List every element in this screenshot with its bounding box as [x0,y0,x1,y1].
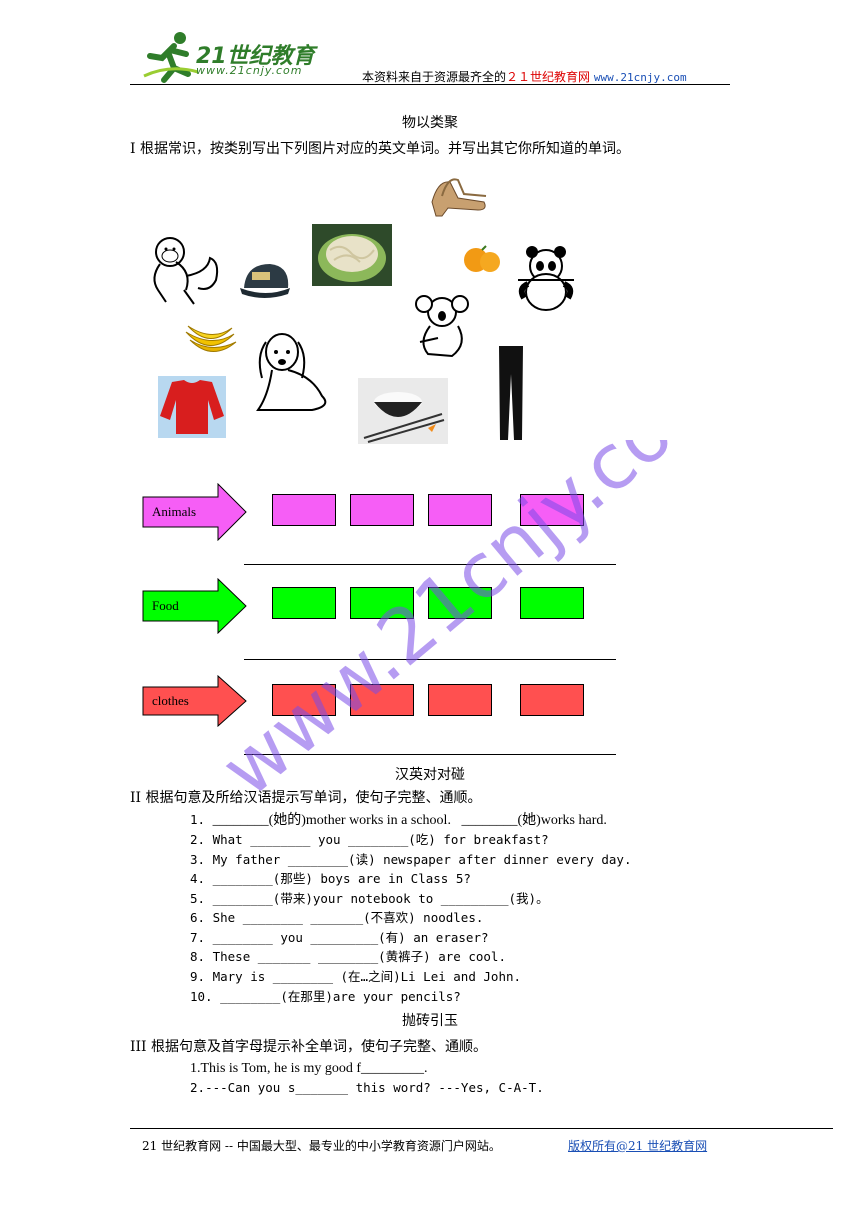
answer-box-clothes-2[interactable] [350,684,414,716]
answer-box-animals-2[interactable] [350,494,414,526]
exercise-text: These _______ ________(黄裤子) are cool. [212,949,506,964]
category-label-food: Food [152,598,179,613]
exercise-number: 5. [190,891,206,906]
section1-title: 物以类聚 [402,115,458,131]
answer-line-food[interactable] [244,659,616,660]
answer-box-animals-4[interactable] [520,494,584,526]
exercise-text: Mary is ________ (在…之间)Li Lei and John. [212,969,522,984]
exercise-2-4: 4. ________(那些) boys are in Class 5? [190,868,471,887]
rice-bowl-icon [358,378,448,444]
trousers-icon [499,346,523,440]
exercise-text: ________(那些) boys are in Class 5? [212,871,471,886]
header-rule [130,84,730,85]
exercise-2-2: 2. What ________ you ________(吃) for bre… [190,829,549,848]
answer-box-food-4[interactable] [520,587,584,619]
dog-icon [256,333,327,411]
noodles-icon [312,224,392,286]
header-note-brand: ２１世纪教育网 [506,70,591,84]
exercise-text: My father ________(读) newspaper after di… [212,852,632,867]
exercise-3-1: 1.This is Tom, he is my good f_________. [190,1060,428,1077]
answer-box-food-2[interactable] [350,587,414,619]
exercise-2-9: 9. Mary is ________ (在…之间)Li Lei and Joh… [190,966,521,985]
category-label-clothes: clothes [152,693,189,708]
panda-icon [518,246,574,311]
category-label-animals: Animals [152,504,197,519]
answer-line-animals[interactable] [244,564,616,565]
bananas-icon [185,325,237,352]
exercise-text: This is Tom, he is my good f_________. [200,1061,428,1076]
answer-box-food-1[interactable] [272,587,336,619]
section1-instruction: I 根据常识，按类别写出下列图片对应的英文单词。并写出其它你所知道的单词。 [130,141,630,157]
exercise-text: ---Can you s_______ this word? ---Yes, C… [205,1080,544,1095]
monkey-icon [153,237,219,305]
logo-url: www.21cnjy.com [196,64,303,77]
watermark-text: www.21cnjy.com [210,440,730,814]
footer-text: 21 世纪教育网 -- 中国最大型、最专业的中小学教育资源门户网站。 [142,1139,501,1153]
section3-instruction: III 根据句意及首字母提示补全单词，使句子完整、通顺。 [130,1039,488,1055]
answer-line-clothes[interactable] [244,754,616,755]
exercise-text: What ________ you ________(吃) for breakf… [212,832,549,847]
exercise-2-3: 3. My father ________(读) newspaper after… [190,849,631,868]
watermark: www.21cnjy.com [210,440,730,814]
exercise-2-6: 6. She ________ _______(不喜欢) noodles. [190,907,483,926]
exercise-number: 6. [190,910,206,925]
footer-rule [130,1128,833,1129]
exercise-number: 3. [190,852,206,867]
header-note: 本资料来自于资源最齐全的２１世纪教育网 www.21cnjy.com [362,68,687,85]
header-note-text: 本资料来自于资源最齐全的 [362,70,507,84]
section3-title: 抛砖引玉 [402,1013,458,1029]
exercise-text: ________ you _________(有) an eraser? [212,930,489,945]
runner-icon [143,32,199,83]
category-arrow-clothes: clothes [142,675,248,727]
exercise-text: ________(她的)mother works in a school. __… [212,813,607,828]
section2-title: 汉英对对碰 [395,767,465,783]
shoes-icon [431,178,487,217]
exercise-3-2: 2.---Can you s_______ this word? ---Yes,… [190,1080,544,1095]
exercise-number: 10. [190,989,213,1004]
exercise-2-1: 1. ________(她的)mother works in a school.… [190,809,607,829]
category-arrow-animals: Animals [142,483,248,541]
exercise-number: 1. [190,1061,201,1076]
answer-box-animals-1[interactable] [272,494,336,526]
site-logo [140,28,340,84]
exercise-number: 2. [190,1080,206,1095]
answer-box-clothes-4[interactable] [520,684,584,716]
exercise-number: 8. [190,949,206,964]
exercise-text: ________(带来)your notebook to _________(我… [212,891,549,906]
cap-icon [240,264,290,298]
sweater-icon [158,376,226,438]
section2-instruction: II 根据句意及所给汉语提示写单词，使句子完整、通顺。 [130,790,482,806]
exercise-number: 1. [190,812,206,827]
orange-icon [464,245,500,272]
exercise-2-7: 7. ________ you _________(有) an eraser? [190,927,489,946]
exercise-number: 9. [190,969,206,984]
exercise-2-10: 10. ________(在那里)are your pencils? [190,986,461,1005]
answer-box-animals-3[interactable] [428,494,492,526]
answer-box-clothes-1[interactable] [272,684,336,716]
exercise-number: 7. [190,930,206,945]
exercise-2-8: 8. These _______ ________(黄裤子) are cool. [190,946,506,965]
exercise-number: 2. [190,832,206,847]
exercise-number: 4. [190,871,206,886]
koala-icon [415,295,469,358]
logo-text: 21世纪教育 [196,44,315,69]
exercise-text: ________(在那里)are your pencils? [220,989,461,1004]
answer-box-clothes-3[interactable] [428,684,492,716]
header-note-url[interactable]: www.21cnjy.com [593,71,687,84]
exercise-text: She ________ _______(不喜欢) noodles. [212,910,484,925]
answer-box-food-3[interactable] [428,587,492,619]
copyright-link[interactable]: 版权所有@21 世纪教育网 [568,1139,708,1153]
category-arrow-food: Food [142,578,248,634]
exercise-2-5: 5. ________(带来)your notebook to ________… [190,888,549,907]
